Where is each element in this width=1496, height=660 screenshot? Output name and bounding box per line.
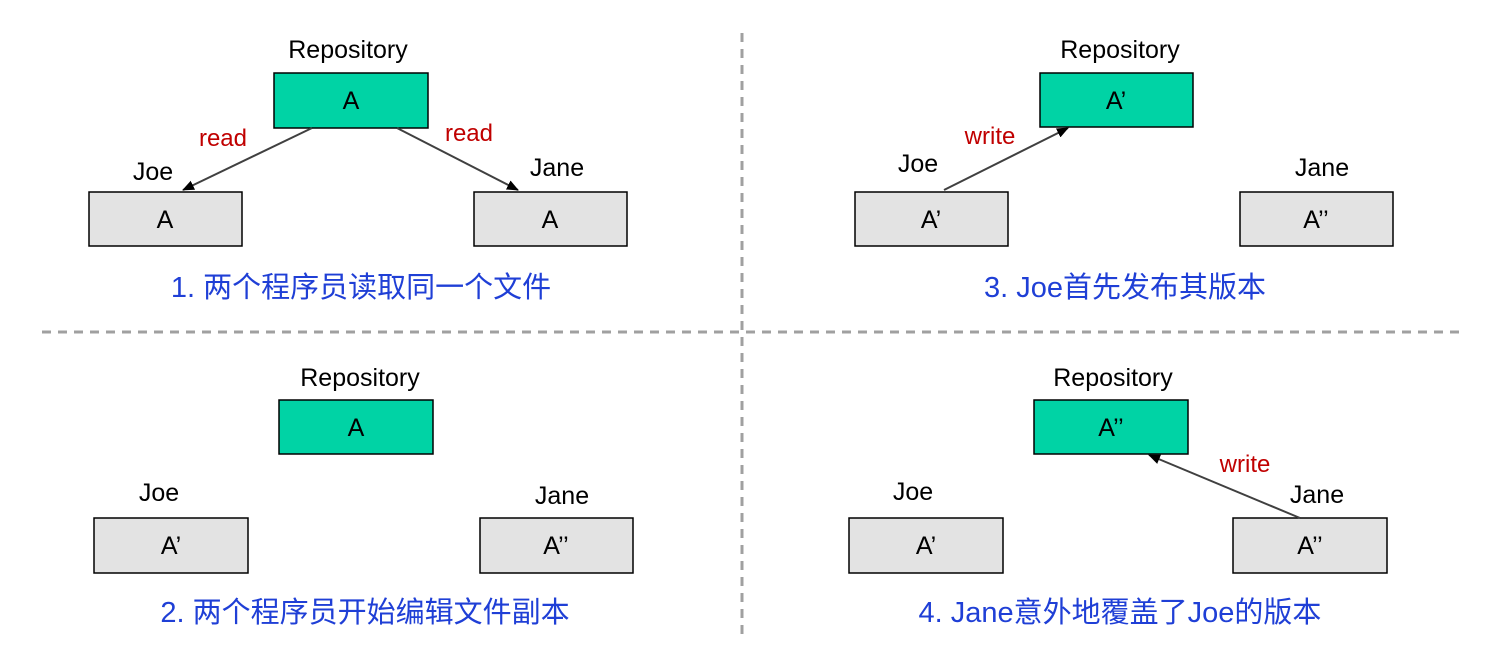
joe-working-copy <box>88 191 243 247</box>
read-arrow-joe <box>182 127 313 191</box>
jane-label: Jane <box>535 482 589 510</box>
repository-label: Repository <box>1053 364 1173 392</box>
joe-label: Joe <box>139 479 179 507</box>
repository-label: Repository <box>288 36 408 64</box>
repository-label: Repository <box>1060 36 1180 64</box>
repository-box <box>273 72 429 129</box>
joe-working-copy <box>848 517 1004 574</box>
write-arrow-joe <box>943 127 1069 191</box>
panel-2-edit: Repository A Joe A’ Jane A’’ 2. 两个程序员开始编… <box>93 364 634 629</box>
joe-label: Joe <box>893 478 933 506</box>
caption: 3. Joe首先发布其版本 <box>984 271 1266 304</box>
repository-box <box>1039 72 1194 128</box>
jane-value: A’’ <box>1297 532 1322 560</box>
panel-4-jane-overwrites: Repository A’’ Joe A’ Jane A’’ write 4. … <box>848 364 1388 629</box>
repository-value: A’ <box>1106 87 1126 115</box>
joe-label: Joe <box>898 150 938 178</box>
repository-value: A <box>343 87 360 115</box>
read-label-right: read <box>445 120 493 147</box>
joe-working-copy <box>93 517 249 574</box>
repository-label: Repository <box>300 364 420 392</box>
jane-label: Jane <box>1295 154 1349 182</box>
jane-working-copy <box>479 517 634 574</box>
read-label-left: read <box>199 125 247 152</box>
caption: 2. 两个程序员开始编辑文件副本 <box>160 596 569 629</box>
joe-value: A’ <box>916 532 936 560</box>
read-arrow-jane <box>396 127 519 191</box>
jane-working-copy <box>1239 191 1394 247</box>
jane-value: A’’ <box>543 532 568 560</box>
write-label: write <box>964 123 1016 150</box>
repository-value: A <box>348 414 365 442</box>
repository-box <box>1033 399 1189 455</box>
jane-value: A <box>542 206 559 234</box>
panel-3-joe-publishes: Repository A’ Joe A’ Jane A’’ write 3. J… <box>854 36 1394 304</box>
jane-label: Jane <box>530 154 584 182</box>
jane-working-copy <box>1232 517 1388 574</box>
jane-label: Jane <box>1290 481 1344 509</box>
caption: 4. Jane意外地覆盖了Joe的版本 <box>919 596 1322 629</box>
repository-value: A’’ <box>1098 414 1123 442</box>
joe-value: A’ <box>161 532 181 560</box>
joe-working-copy <box>854 191 1009 247</box>
write-label: write <box>1219 451 1271 478</box>
joe-label: Joe <box>133 158 173 186</box>
joe-value: A’ <box>921 206 941 234</box>
caption: 1. 两个程序员读取同一个文件 <box>171 271 551 304</box>
jane-working-copy <box>473 191 628 247</box>
write-arrow-jane <box>1148 454 1301 519</box>
repository-box <box>278 399 434 455</box>
jane-value: A’’ <box>1303 206 1328 234</box>
panel-1-read: Repository A Joe A Jane A read read 1. 两… <box>88 36 628 304</box>
joe-value: A <box>157 206 174 234</box>
